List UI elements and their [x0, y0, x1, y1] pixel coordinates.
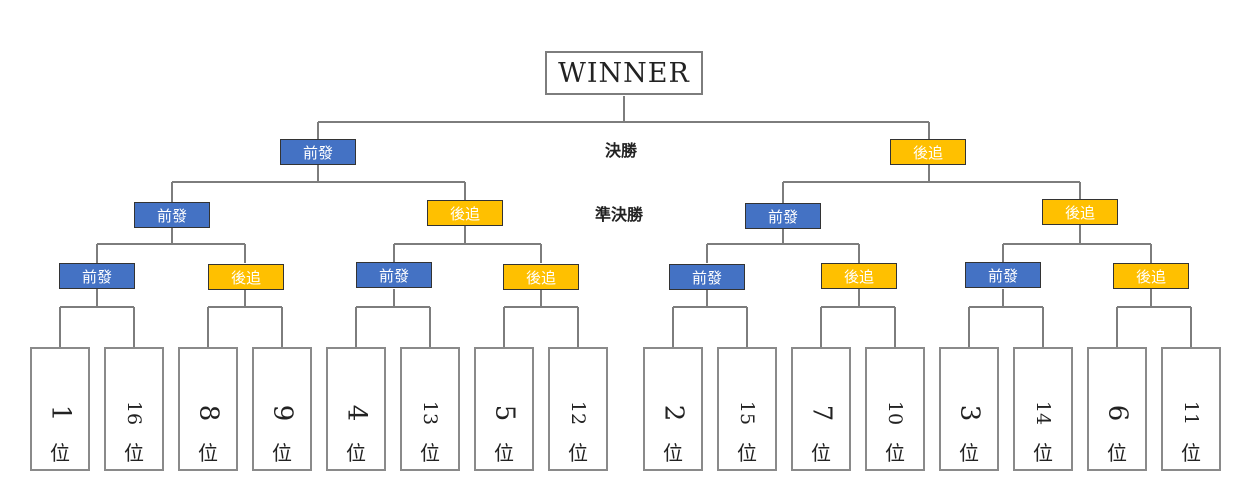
seed-slot-13: 3 位 — [939, 347, 999, 471]
seed-suffix: 位 — [346, 441, 366, 465]
seed-slot-3: 8 位 — [178, 347, 238, 471]
seed-suffix: 位 — [50, 441, 70, 465]
seed-number: 7 — [805, 404, 836, 422]
seed-slot-6: 13 位 — [400, 347, 460, 471]
quarter-tag-8: 後追 — [1113, 263, 1189, 289]
seed-slot-2: 16 位 — [104, 347, 164, 471]
seed-number: 16 — [123, 400, 145, 426]
seed-suffix: 位 — [959, 441, 979, 465]
seed-number: 3 — [953, 404, 984, 422]
seed-suffix: 位 — [811, 441, 831, 465]
seed-slot-16: 11 位 — [1161, 347, 1221, 471]
semi-tag-3: 前發 — [745, 203, 821, 229]
seed-number: 6 — [1101, 404, 1132, 422]
seed-slot-4: 9 位 — [252, 347, 312, 471]
seed-suffix: 位 — [1107, 441, 1127, 465]
seed-suffix: 位 — [272, 441, 292, 465]
seed-number: 11 — [1180, 400, 1202, 426]
quarter-tag-3: 前發 — [356, 262, 432, 288]
seed-slot-12: 10 位 — [865, 347, 925, 471]
seed-slot-11: 7 位 — [791, 347, 851, 471]
seed-number: 4 — [340, 404, 371, 422]
seed-slot-7: 5 位 — [474, 347, 534, 471]
quarter-tag-4: 後追 — [503, 264, 579, 290]
seed-number: 9 — [266, 404, 297, 422]
seed-number: 14 — [1032, 400, 1054, 426]
seed-suffix: 位 — [124, 441, 144, 465]
seed-slot-8: 12 位 — [548, 347, 608, 471]
final-tag-left: 前發 — [280, 139, 356, 165]
quarter-tag-5: 前發 — [669, 264, 745, 290]
seed-suffix: 位 — [568, 441, 588, 465]
seed-number: 5 — [488, 404, 519, 422]
seed-number: 2 — [657, 404, 688, 422]
final-stage-label: 決勝 — [605, 141, 638, 160]
seed-slot-1: 1 位 — [30, 347, 90, 471]
seed-suffix: 位 — [494, 441, 514, 465]
seed-number: 1 — [44, 404, 75, 422]
seed-suffix: 位 — [663, 441, 683, 465]
winner-box: WINNER — [545, 51, 703, 95]
seed-suffix: 位 — [198, 441, 218, 465]
quarter-tag-6: 後追 — [821, 263, 897, 289]
quarter-tag-2: 後追 — [208, 264, 284, 290]
seed-slot-14: 14 位 — [1013, 347, 1073, 471]
seed-slot-9: 2 位 — [643, 347, 703, 471]
seed-suffix: 位 — [737, 441, 757, 465]
seed-suffix: 位 — [1033, 441, 1053, 465]
seed-suffix: 位 — [420, 441, 440, 465]
final-tag-right: 後追 — [890, 139, 966, 165]
quarter-tag-1: 前發 — [59, 263, 135, 289]
seed-slot-15: 6 位 — [1087, 347, 1147, 471]
seed-number: 8 — [192, 404, 223, 422]
seed-suffix: 位 — [1181, 441, 1201, 465]
seed-slot-5: 4 位 — [326, 347, 386, 471]
winner-label: WINNER — [558, 57, 690, 89]
seed-number: 12 — [567, 400, 589, 426]
seed-number: 13 — [419, 400, 441, 426]
seed-suffix: 位 — [885, 441, 905, 465]
semi-tag-1: 前發 — [134, 202, 210, 228]
semi-tag-4: 後追 — [1042, 199, 1118, 225]
seed-number: 10 — [884, 400, 906, 426]
seed-slot-10: 15 位 — [717, 347, 777, 471]
seed-number: 15 — [736, 400, 758, 426]
semi-tag-2: 後追 — [427, 200, 503, 226]
semifinal-stage-label: 準決勝 — [595, 205, 644, 224]
quarter-tag-7: 前發 — [965, 262, 1041, 288]
